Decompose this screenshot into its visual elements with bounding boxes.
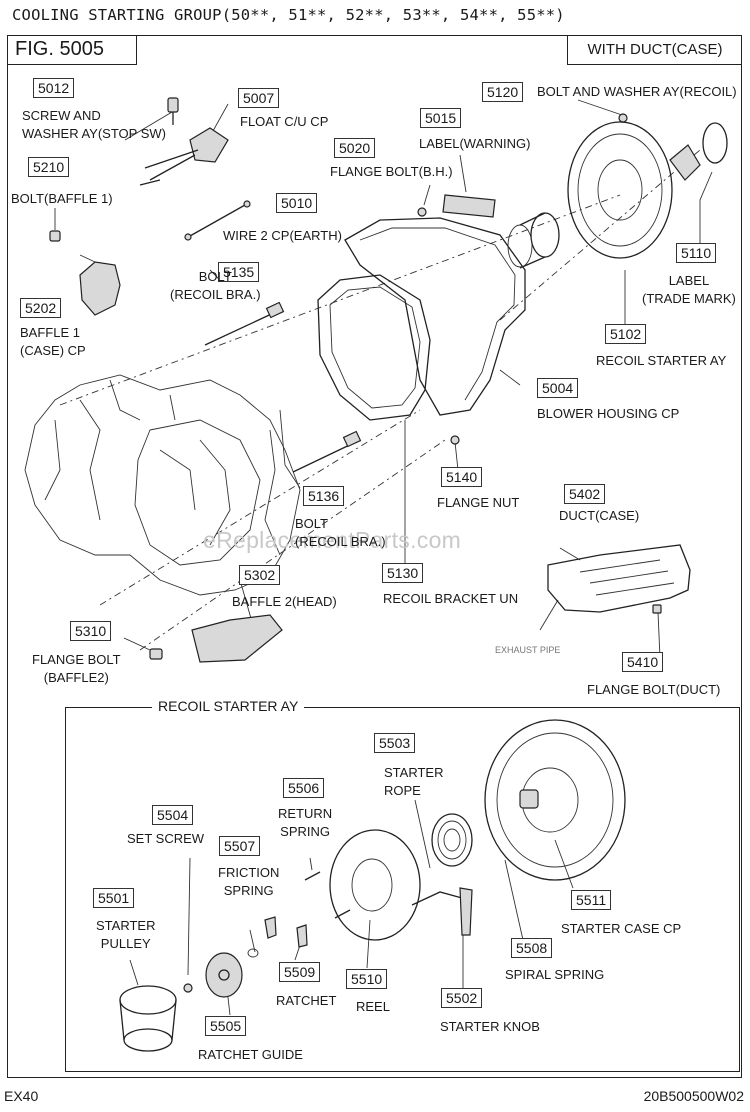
part-5202-number[interactable]: 5202 — [20, 298, 62, 318]
part-5402-name: DUCT(CASE) — [559, 508, 640, 523]
part-5402-number[interactable]: 5402 — [564, 484, 606, 504]
stop-switch-assembly — [139, 97, 229, 186]
part-5102-name: RECOIL STARTER AY — [596, 353, 727, 368]
earth-wire — [184, 200, 251, 241]
part-5511-number[interactable]: 5511 — [571, 890, 612, 910]
part-5110-name: LABEL (TRADE MARK) — [642, 273, 736, 306]
part-5502-name: STARTER KNOB — [440, 1019, 540, 1034]
ratchet-guide-part — [205, 952, 243, 998]
part-5012-number[interactable]: 5012 — [33, 78, 75, 98]
part-5210-name: BOLT(BAFFLE 1) — [11, 191, 113, 206]
part-5110-number[interactable]: 5110 — [676, 243, 717, 263]
recoil-starter-part — [567, 113, 701, 259]
leader-lines — [54, 99, 713, 1016]
diagram-frame — [7, 35, 742, 1078]
part-5410-number[interactable]: 5410 — [622, 652, 664, 672]
part-5502-number[interactable]: 5502 — [441, 988, 483, 1008]
part-5004-number[interactable]: 5004 — [537, 378, 579, 398]
part-5120-number[interactable]: 5120 — [482, 82, 524, 102]
warning-label-plate — [442, 194, 496, 218]
part-5501-name: STARTER PULLEY — [96, 918, 156, 951]
part-5506-number[interactable]: 5506 — [283, 778, 325, 798]
inset-title: RECOIL STARTER AY — [152, 698, 305, 714]
recoil-bracket-ring — [317, 274, 431, 421]
starter-knob-part — [459, 887, 473, 936]
part-5015-number[interactable]: 5015 — [420, 108, 462, 128]
part-5504-number[interactable]: 5504 — [152, 805, 194, 825]
part-5102-number[interactable]: 5102 — [605, 324, 647, 344]
model-code: EX40 — [4, 1088, 39, 1104]
document-code: 20B500500W02 — [643, 1088, 744, 1104]
part-5509-name: RATCHET — [276, 993, 337, 1008]
part-5302-number[interactable]: 5302 — [239, 565, 281, 585]
part-5020-number[interactable]: 5020 — [334, 138, 376, 158]
part-5508-number[interactable]: 5508 — [511, 938, 553, 958]
part-5505-name: RATCHET GUIDE — [198, 1047, 303, 1062]
reel-part — [329, 829, 463, 941]
spiral-spring-part — [431, 813, 473, 867]
part-5503-number[interactable]: 5503 — [374, 733, 416, 753]
part-5020-name: FLANGE BOLT(B.H.) — [330, 164, 453, 179]
part-5015-name: LABEL(WARNING) — [419, 136, 531, 151]
part-5012-name: SCREW AND WASHER AY(STOP SW) — [22, 108, 166, 141]
part-5511-name: STARTER CASE CP — [561, 921, 682, 936]
part-5510-name: REEL — [356, 999, 390, 1014]
part-5010-number[interactable]: 5010 — [276, 193, 318, 213]
part-5410-name: FLANGE BOLT(DUCT) — [587, 682, 721, 697]
starter-case-part — [484, 719, 626, 881]
starter-pulley-part — [119, 985, 177, 1052]
part-5140-number[interactable]: 5140 — [441, 467, 483, 487]
part-5504-name: SET SCREW — [127, 831, 205, 846]
exhaust-pipe-label: EXHAUST PIPE — [495, 645, 561, 655]
part-5310-name: FLANGE BOLT (BAFFLE2) — [32, 652, 121, 685]
figure-number: FIG. 5005 — [7, 35, 137, 65]
part-5130-name: RECOIL BRACKET UN — [383, 591, 519, 606]
part-5007-number[interactable]: 5007 — [238, 88, 280, 108]
watermark: eReplacementParts.com — [203, 527, 462, 553]
recoil-bracket-bolts — [204, 301, 362, 473]
part-5140-name: FLANGE NUT — [437, 495, 520, 510]
part-5010-name: WIRE 2 CP(EARTH) — [223, 228, 342, 243]
part-5210-number[interactable]: 5210 — [28, 157, 70, 177]
part-5510-number[interactable]: 5510 — [346, 969, 388, 989]
part-5505-number[interactable]: 5505 — [205, 1016, 247, 1036]
part-5130-number[interactable]: 5130 — [382, 563, 424, 583]
part-5007-name: FLOAT C/U CP — [240, 114, 329, 129]
part-5508-name: SPIRAL SPRING — [505, 967, 605, 982]
group-title: COOLING STARTING GROUP(50**, 51**, 52**,… — [12, 6, 565, 24]
ratchet-parts — [264, 916, 308, 948]
trade-mark-label-ring — [702, 122, 728, 164]
part-5202-name: BAFFLE 1 (CASE) CP — [20, 325, 86, 358]
variant-label: WITH DUCT(CASE) — [567, 35, 742, 65]
part-5310-number[interactable]: 5310 — [70, 621, 112, 641]
starter-boss — [507, 212, 560, 269]
part-5507-name: FRICTION SPRING — [218, 865, 280, 898]
part-5509-number[interactable]: 5509 — [279, 962, 321, 982]
small-springs — [247, 871, 351, 958]
part-5506-name: RETURN SPRING — [278, 806, 333, 839]
part-5136-number[interactable]: 5136 — [303, 486, 345, 506]
baffle-1-part — [49, 230, 121, 316]
part-5136-name: BOLT (RECOIL BRA.) — [295, 516, 386, 549]
part-5503-name: STARTER ROPE — [384, 765, 444, 798]
duct-case-part — [547, 544, 691, 614]
assembly-axis-lines — [59, 149, 701, 651]
part-5120-name: BOLT AND WASHER AY(RECOIL) — [537, 84, 737, 99]
part-5135-number[interactable]: 5135 — [218, 262, 260, 282]
recoil-starter-inset — [65, 707, 740, 1072]
blower-housing-part — [344, 207, 526, 445]
set-screw-part — [183, 983, 193, 993]
part-5004-name: BLOWER HOUSING CP — [537, 406, 680, 421]
part-5135-name: BOLT (RECOIL BRA.) — [170, 269, 261, 302]
engine-outline — [24, 374, 301, 596]
baffle-2-part — [149, 614, 283, 663]
part-5302-name: BAFFLE 2(HEAD) — [232, 594, 337, 609]
part-5507-number[interactable]: 5507 — [219, 836, 261, 856]
part-5501-number[interactable]: 5501 — [93, 888, 135, 908]
